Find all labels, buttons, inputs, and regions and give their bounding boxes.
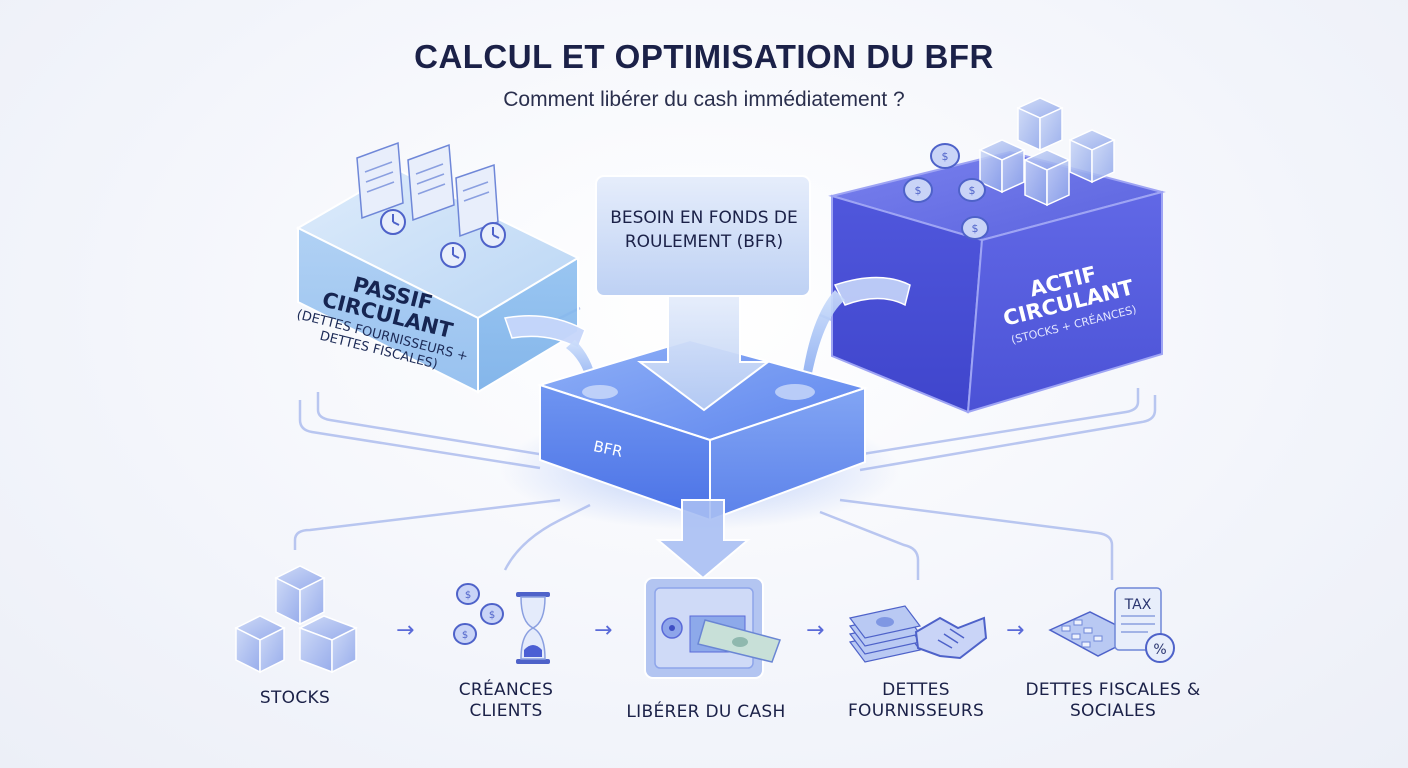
svg-text:$: $ xyxy=(972,222,979,235)
dettes-fournisseurs-icon xyxy=(848,605,988,663)
actif-circulant-block: $ $ $ $ xyxy=(800,97,1166,414)
tax-label: TAX xyxy=(1124,597,1152,613)
flow-arrow-3: → xyxy=(806,618,825,643)
bfr-callout-arrow xyxy=(595,175,811,412)
passif-circulant-block xyxy=(295,141,581,394)
stocks-icon xyxy=(234,565,358,674)
bfr-callout-text: BESOIN EN FONDS DE ROULEMENT (BFR) xyxy=(610,208,798,252)
svg-text:$: $ xyxy=(915,184,922,197)
coin-icon xyxy=(903,143,989,240)
svg-text:$: $ xyxy=(465,590,471,601)
step-label-creances: CRÉANCES CLIENTS xyxy=(458,680,554,722)
connector-lines xyxy=(293,306,1157,580)
page-title: CALCUL ET OPTIMISATION DU BFR xyxy=(414,38,994,75)
stock-box-icon xyxy=(978,97,1116,207)
cash-flow-arrow xyxy=(655,499,751,580)
flow-arrow-2: → xyxy=(594,618,613,643)
percent-label: % xyxy=(1153,642,1166,658)
svg-text:$: $ xyxy=(969,184,976,197)
step-label-dettes-fiscales: DETTES FISCALES & SOCIALES xyxy=(1025,680,1201,722)
svg-text:$: $ xyxy=(489,610,495,621)
step-label-cash: LIBÉRER DU CASH xyxy=(626,702,786,722)
page-subtitle: Comment libérer du cash immédiatement ? xyxy=(503,88,905,111)
safe-icon xyxy=(644,577,781,679)
svg-text:$: $ xyxy=(462,630,468,641)
step-label-dettes-fournisseurs: DETTES FOURNISSEURS xyxy=(847,680,985,722)
creances-icon: $ $ $ xyxy=(453,583,550,664)
dettes-fiscales-icon: TAX % xyxy=(1048,587,1175,663)
svg-text:$: $ xyxy=(942,150,949,163)
flow-arrow-4: → xyxy=(1006,618,1025,643)
step-label-stocks: STOCKS xyxy=(259,688,331,708)
flow-arrow-1: → xyxy=(396,618,415,643)
